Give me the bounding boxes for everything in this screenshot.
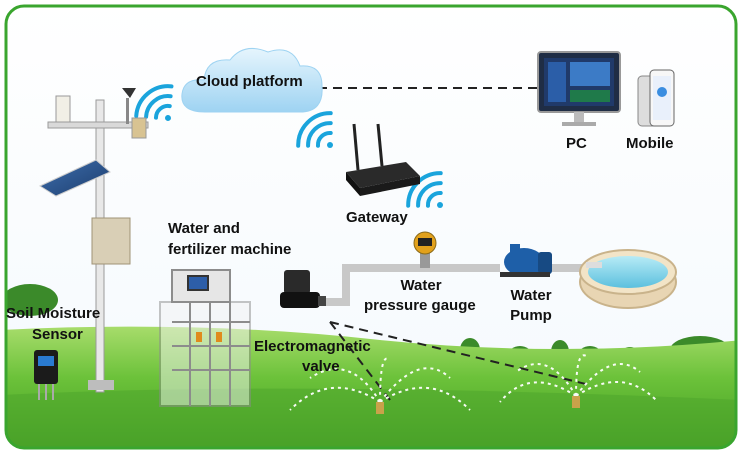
label-water-pressure-line2: pressure gauge [364,297,476,314]
label-soil-moisture-line2: Sensor [32,326,83,343]
cloud-icon [181,47,323,113]
wifi-icon [134,84,174,121]
label-water-pump-line1: Water [510,287,552,304]
sprinkler-icon [289,357,471,414]
wifi-icon [296,111,333,148]
pc-monitor-icon [537,51,621,126]
label-valve-line1: Electromagnetic [254,338,371,355]
fertilizer-machine-icon [159,269,251,407]
weather-station-icon [38,88,149,393]
label-valve-line2: valve [302,358,340,375]
label-water-pump-line2: Pump [510,307,552,324]
label-gateway: Gateway [346,209,408,226]
mobile-phone-icon [637,69,675,127]
label-cloud-platform: Cloud platform [196,73,303,90]
pool-icon [579,249,677,309]
label-water-fertilizer-line1: Water and [168,220,240,237]
solenoid-valve-icon [280,270,326,308]
sprinkler-icon [499,354,657,408]
label-water-pressure-line1: Water [400,277,442,294]
frame-border [4,4,738,450]
label-mobile: Mobile [626,135,674,152]
label-water-fertilizer-line2: fertilizer machine [168,241,292,258]
water-pump-icon [500,244,552,277]
label-soil-moisture-line1: Soil Moisture [6,305,101,322]
soil-sensor-icon [34,350,58,400]
router-icon [346,123,420,196]
pressure-gauge-icon [413,231,437,268]
label-pc: PC [566,135,587,152]
